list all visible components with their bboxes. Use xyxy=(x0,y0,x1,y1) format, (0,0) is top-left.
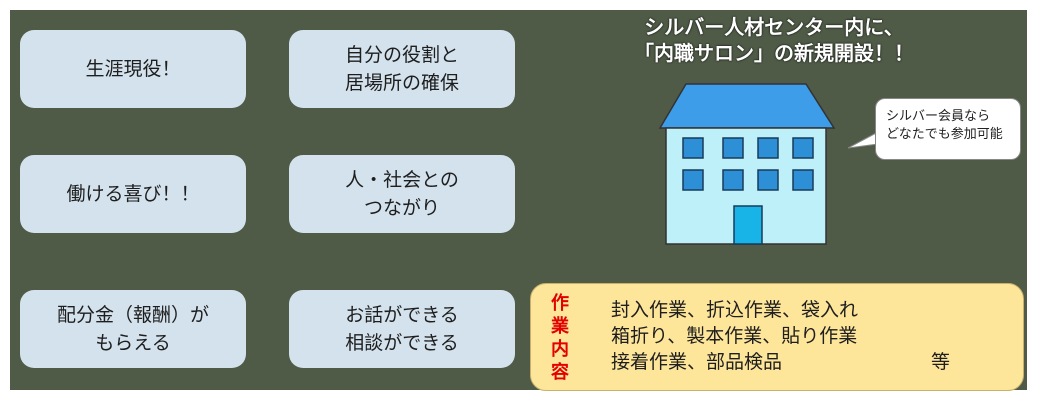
benefit-label: 自分の役割と 居場所の確保 xyxy=(344,44,459,94)
speech-bubble-tail-icon xyxy=(848,131,878,149)
benefit-consultation: お話ができる 相談ができる xyxy=(289,290,515,368)
label-char: 内 xyxy=(551,339,569,360)
label-char: 作 xyxy=(551,293,569,314)
benefit-label: 生涯現役！ xyxy=(85,58,181,80)
work-item-line: 接着作業、部品検品 xyxy=(611,351,783,373)
benefit-lifelong-work: 生涯現役！ xyxy=(20,30,246,108)
work-content-box: 作 業 内 容 封入作業、折込作業、袋入れ 箱折り、製本作業、貼り作業 接着作業… xyxy=(530,283,1024,391)
work-item-suffix: 等 xyxy=(931,351,951,373)
benefit-label: 人・社会との つながり xyxy=(345,169,459,219)
label-char: 容 xyxy=(551,362,569,383)
headline: シルバー人材センター内に、 「内職サロン」の新規開設！！ xyxy=(634,15,914,65)
work-item-line: 封入作業、折込作業、袋入れ xyxy=(611,299,859,321)
benefit-social-connection: 人・社会との つながり xyxy=(289,155,515,233)
work-item-line: 箱折り、製本作業、貼り作業 xyxy=(611,325,858,347)
work-content-label: 作 業 内 容 xyxy=(549,292,571,384)
benefit-compensation: 配分金（報酬）が もらえる xyxy=(20,290,246,368)
speech-bubble: シルバー会員なら どなたでも参加可能 xyxy=(875,98,1021,160)
building-illustration-icon xyxy=(658,83,836,245)
benefit-label: お話ができる 相談ができる xyxy=(345,304,459,354)
benefit-role-and-place: 自分の役割と 居場所の確保 xyxy=(289,30,515,108)
label-char: 業 xyxy=(551,316,569,337)
benefit-label: 働ける喜び！！ xyxy=(66,183,200,205)
benefit-joy-of-work: 働ける喜び！！ xyxy=(20,155,246,233)
benefit-label: 配分金（報酬）が もらえる xyxy=(56,304,209,354)
